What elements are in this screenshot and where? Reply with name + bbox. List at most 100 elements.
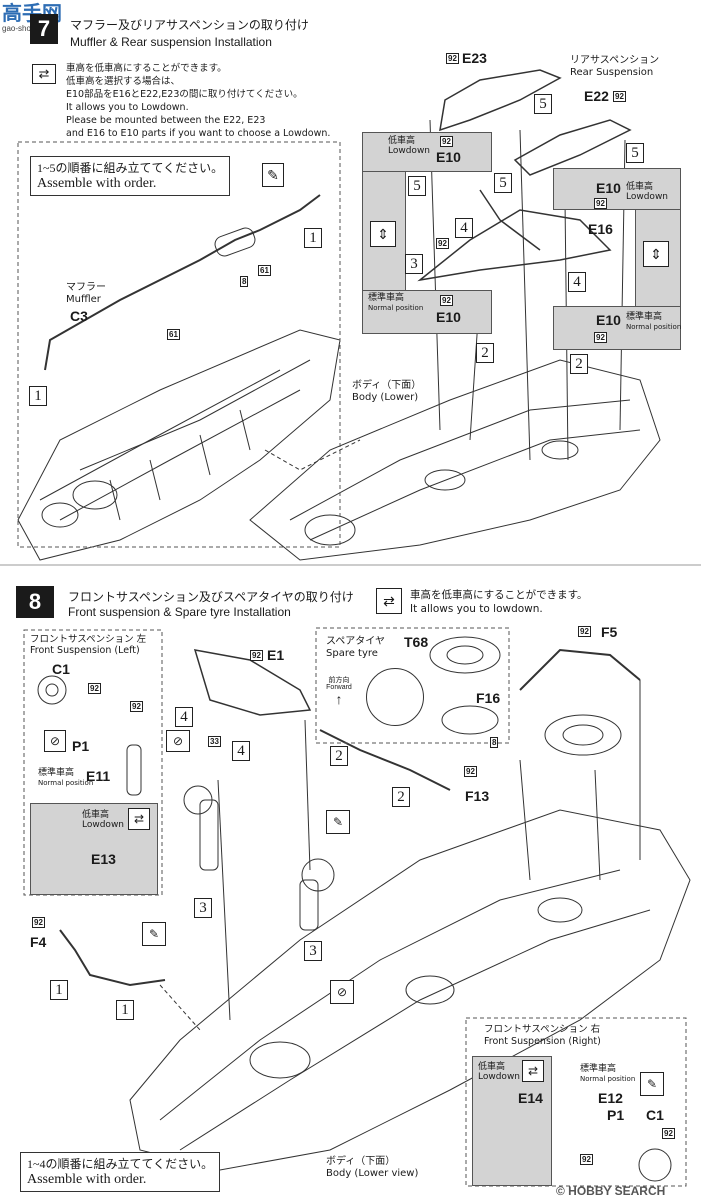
lowdown-right-box-label: 低車高 Lowdown [478, 1062, 520, 1082]
tag-92-f13: 92 [464, 766, 477, 777]
tag-92-e10-right-bottom: 92 [594, 332, 607, 343]
part-t68: T68 [404, 634, 429, 650]
lowdown-box-left-jp: 低車高 [82, 810, 110, 820]
tag-92-e1: 92 [250, 650, 263, 661]
body-lower-label: ボディ（下面） Body (Lower) [352, 380, 421, 404]
normal-right-en: Normal position [626, 323, 682, 331]
tag-8-f16: 8 [490, 737, 499, 748]
normal-left-en: Normal position [368, 304, 424, 312]
order-jp: 1~5の順番に組み立ててください。 [37, 161, 224, 175]
step-8-lowdown-en: It allows you to lowdown. [410, 603, 543, 615]
lowdown-right-arrow-icon: ⇄ [522, 1060, 544, 1082]
step-7-number: 7 [30, 14, 58, 44]
seq-4-a: 4 [455, 218, 473, 238]
lowdown-left-jp: 低車高 [388, 136, 416, 146]
normal-right-label: 標準車高 Normal position [626, 312, 681, 332]
tag-8: 8 [240, 276, 249, 287]
forward-jp: 前方向 [328, 676, 350, 684]
part-e16: E16 [588, 221, 613, 237]
rear-left-option-bottom [362, 290, 492, 334]
body-lower-view-en: Body (Lower view) [326, 1168, 419, 1179]
part-p1-left: P1 [72, 738, 90, 754]
lowdown-note-en-2: Please be mounted between the E22, E23 [66, 115, 266, 126]
forward-en: Forward [326, 684, 352, 691]
part-e11: E11 [86, 768, 111, 784]
part-e14: E14 [518, 1090, 543, 1106]
muffler-label: マフラー Muffler [66, 282, 106, 306]
tag-92-c1-right: 92 [662, 1128, 675, 1139]
tag-92-strut-right: 92 [580, 1154, 593, 1165]
tag-92-center: 92 [436, 238, 449, 249]
front-left-jp: フロントサスペンション 左 [30, 634, 147, 645]
spare-tyre-label: スペアタイヤ Spare tyre [326, 636, 385, 660]
seq-4-right: 4 [232, 741, 250, 761]
seq-2-f13-b: 2 [392, 787, 410, 807]
lowdown-note-en-1: It allows you to Lowdown. [66, 102, 189, 113]
seq-5-d: 5 [494, 173, 512, 193]
normal-left-label: 標準車高 Normal position [368, 293, 423, 313]
lowdown-swap-icon: ⇄ [376, 588, 402, 614]
seq-1-b: 1 [116, 1000, 134, 1020]
seq-1-a: 1 [50, 980, 68, 1000]
seq-2-f13-a: 2 [330, 746, 348, 766]
spare-tyre-wheel [366, 668, 424, 726]
paint-icon: ✎ [262, 163, 284, 187]
glue-icon-right: ✎ [640, 1072, 664, 1096]
part-c3: C3 [70, 308, 88, 324]
part-f16: F16 [476, 690, 501, 706]
normal-left-en-8: Normal position [38, 779, 94, 787]
rear-susp-en: Rear Suspension [570, 67, 654, 78]
step-8-title-jp: フロントサスペンション及びスペアタイヤの取り付け [68, 590, 354, 604]
seq-3-left: 3 [194, 898, 212, 918]
tag-92-c1-left: 92 [88, 683, 101, 694]
tag-33: 33 [208, 736, 221, 747]
part-e22: E22 [584, 88, 609, 104]
front-susp-left-label: フロントサスペンション 左 Front Suspension (Left) [30, 634, 146, 656]
lowdown-left-arrow-icon: ⇄ [128, 808, 150, 830]
spare-jp: スペアタイヤ [326, 636, 385, 647]
body-lower-view-jp: ボディ（下面） [326, 1156, 396, 1167]
step-7-title-en: Muffler & Rear suspension Installation [70, 35, 272, 49]
step-8-title-en: Front suspension & Spare tyre Installati… [68, 605, 291, 619]
part-e10-left-top: E10 [436, 149, 461, 165]
hobby-search-watermark: © HOBBY SEARCH [556, 1184, 666, 1198]
step-8-lowdown-note: 車高を低車高にすることができます。 It allows you to lowdo… [410, 588, 588, 616]
tag-92-f4: 92 [32, 917, 45, 928]
step-8-number: 8 [16, 586, 54, 618]
normal-pos-right: 標準車高 Normal position [580, 1064, 635, 1084]
normal-left-jp-8: 標準車高 [38, 768, 75, 778]
seq-5-c: 5 [408, 176, 426, 196]
body-lower-jp: ボディ（下面） [352, 380, 422, 391]
part-e13: E13 [91, 851, 116, 867]
spare-en: Spare tyre [326, 648, 378, 659]
no-glue-icon-center: ⊘ [330, 980, 354, 1004]
seq-2-b: 2 [570, 354, 588, 374]
step-8-lowdown-jp: 車高を低車高にすることができます。 [410, 589, 588, 601]
part-f13: F13 [465, 788, 490, 804]
part-e10-right-top: E10 [596, 180, 621, 196]
front-right-jp: フロントサスペンション 右 [484, 1024, 601, 1035]
swap-up-icon-left: ⇕ [370, 221, 396, 247]
rear-right-option-bottom [553, 306, 681, 350]
seq-2-a: 2 [476, 343, 494, 363]
step-7-order-box: 1~5の順番に組み立ててください。 Assemble with order. [30, 156, 231, 196]
part-e10-left-bottom: E10 [436, 309, 461, 325]
seq-4-left: 4 [175, 707, 193, 727]
forward-arrow: 前方向 Forward ↑ [324, 676, 354, 706]
tag-92-e23: 92 [446, 53, 459, 64]
no-glue-icon-left: ⊘ [44, 730, 66, 752]
step-7-lowdown-note: 車高を低車高にすることができます。 低車高を選択する場合は、 E10部品をE16… [66, 62, 336, 140]
step-8-order-box: 1~4の順番に組み立ててください。 Assemble with order. [20, 1152, 221, 1192]
seq-3-center: 3 [304, 941, 322, 961]
seq-1-muffler: 1 [304, 228, 322, 248]
lowdown-note-jp-1: 車高を低車高にすることができます。 [66, 63, 227, 74]
tag-92-strut-left: 92 [130, 701, 143, 712]
rear-suspension-label: リアサスペンション Rear Suspension [570, 55, 659, 79]
seq-5-b: 5 [626, 143, 644, 163]
rear-susp-jp: リアサスペンション [570, 55, 660, 66]
tag-92-e10-left-top: 92 [440, 136, 453, 147]
tag-61-a: 61 [167, 329, 180, 340]
part-f4: F4 [30, 934, 47, 950]
normal-right-jp-8: 標準車高 [580, 1064, 617, 1074]
seq-3: 3 [405, 254, 423, 274]
